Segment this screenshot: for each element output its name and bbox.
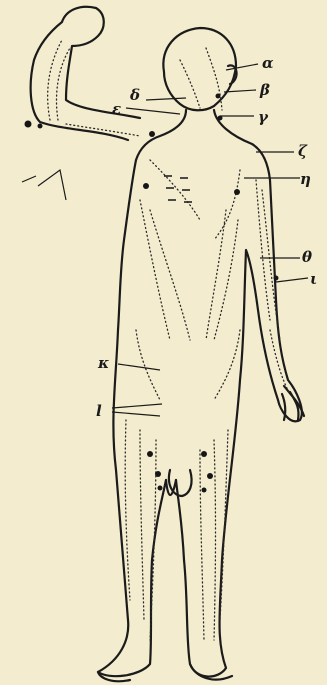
label-zeta: ζ <box>298 142 308 160</box>
label-gamma: γ <box>258 108 269 126</box>
node-inguinal-5 <box>207 473 213 479</box>
node-inguinal-1 <box>147 451 153 457</box>
head-outline <box>163 28 236 110</box>
margin-sketch <box>22 170 66 200</box>
leader-lines <box>112 64 308 416</box>
node-axilla-1 <box>149 131 155 137</box>
label-delta: δ <box>129 86 140 104</box>
lymph-nodes <box>25 94 279 493</box>
label-iota: ι <box>310 270 317 288</box>
node-neck-1 <box>216 94 221 99</box>
label-kappa: κ <box>97 354 109 372</box>
genital-outline <box>169 470 192 496</box>
node-arm-elbow <box>25 121 32 128</box>
right-body-outline <box>176 110 302 677</box>
label-epsilon: ε <box>112 100 121 118</box>
node-chest-1 <box>143 183 149 189</box>
node-inguinal-3 <box>158 486 163 491</box>
node-axilla-right <box>234 189 240 195</box>
feet-outline <box>98 664 232 681</box>
node-inguinal-6 <box>202 488 207 493</box>
label-eta: η <box>300 170 311 188</box>
node-inguinal-4 <box>201 451 207 457</box>
label-theta: θ <box>302 248 312 266</box>
node-inguinal-2 <box>155 471 161 477</box>
node-elbow-right <box>274 276 279 281</box>
label-beta: β <box>259 81 270 99</box>
label-lambda: l <box>96 402 102 420</box>
left-body-outline <box>98 110 186 676</box>
raised-arm-outline <box>31 7 140 140</box>
label-alpha: α <box>262 54 274 72</box>
node-arm-inner <box>38 124 43 129</box>
